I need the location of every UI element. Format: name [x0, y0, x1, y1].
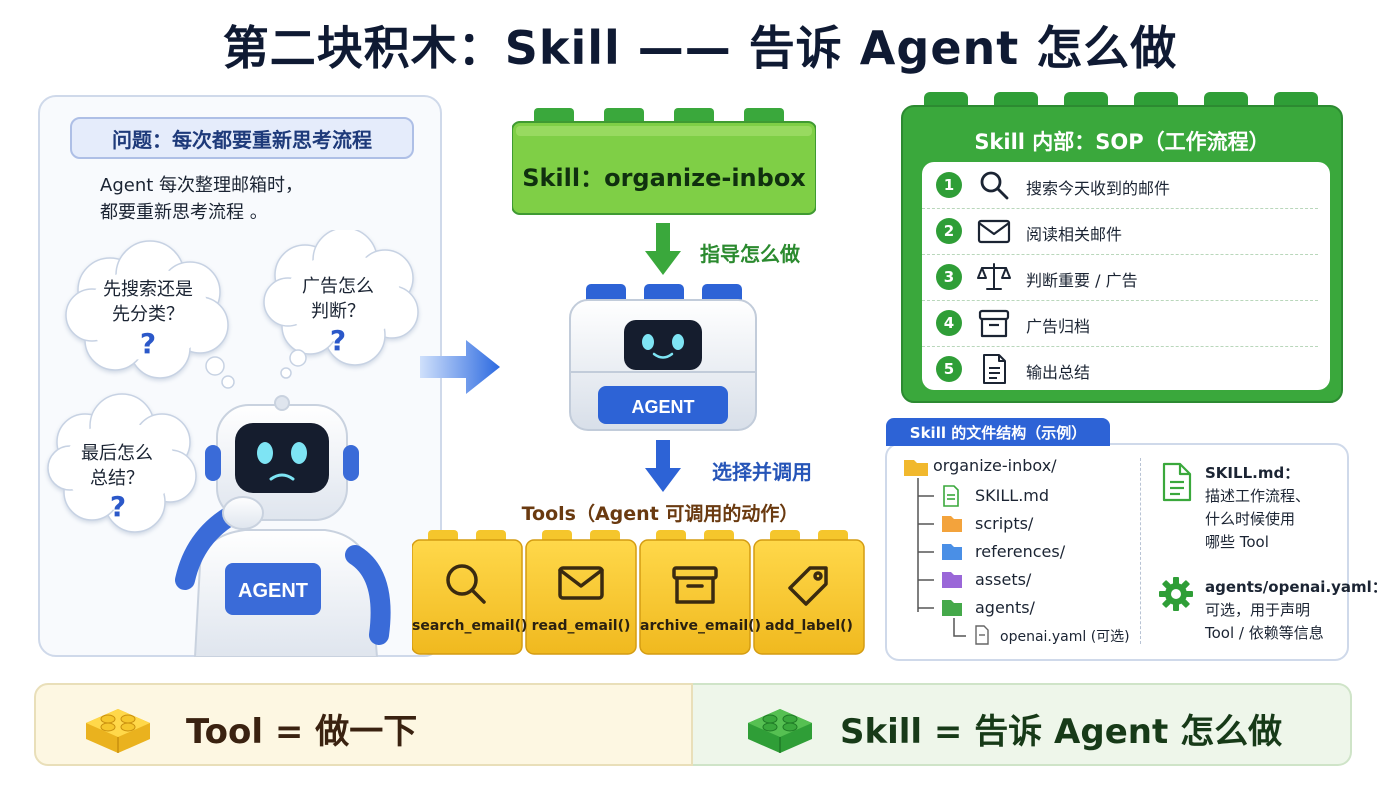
guide-label: 指导怎么做 [700, 242, 800, 266]
desc-line-1: Agent 每次整理邮箱时， [100, 175, 304, 196]
sop-title: Skill 内部：SOP（工作流程） [974, 130, 1270, 154]
gear-icon [1159, 577, 1193, 611]
tools-title: Tools（Agent 可调用的动作） [521, 503, 799, 525]
tool-read-email: read_email() [531, 618, 631, 634]
scale-icon [977, 263, 1011, 290]
tool-brick-4 [753, 530, 865, 655]
file-assets: assets/ [975, 570, 1032, 589]
skill-equation: Skill = 告诉 Agent 怎么做 [840, 712, 1283, 752]
page-title: 第二块积木：Skill —— 告诉 Agent 怎么做 [222, 21, 1178, 75]
file-references: references/ [975, 542, 1066, 561]
tool-equation: Tool = 做一下 [186, 712, 418, 752]
cloud-1-text: 先搜索还是 先分类？ [103, 279, 193, 325]
file-openai-yaml: openai.yaml (可选) [1000, 629, 1130, 645]
arrow-right-icon [420, 340, 500, 394]
sop-step-4: 4 广告归档 [922, 300, 1330, 346]
tool-brick-2 [525, 530, 637, 655]
folder-icon [942, 572, 962, 588]
document-icon [1162, 462, 1192, 502]
problem-description: Agent 每次整理邮箱时， 都要重新思考流程 。 [100, 172, 420, 226]
file-agents: agents/ [975, 598, 1035, 617]
agent-brick-label: AGENT [631, 397, 695, 417]
cloud-1-question: ? [139, 327, 157, 360]
skill-md-note: SKILL.md： 描述工作流程、 什么时候使用 哪些 Tool [1205, 464, 1311, 551]
file-structure-panel [885, 443, 1349, 661]
sop-step-5: 5 输出总结 [922, 346, 1330, 392]
problem-title: 问题：每次都要重新思考流程 [70, 117, 414, 159]
sop-steps-box [922, 162, 1330, 390]
tag-icon [788, 566, 828, 606]
sop-step-1: 1 搜索今天收到的邮件 [922, 162, 1330, 208]
archive-icon [672, 566, 718, 604]
tool-search-email: search_email() [412, 618, 528, 634]
document-icon [943, 485, 959, 507]
arrow-down-blue-icon [645, 440, 681, 492]
document-icon [975, 625, 989, 645]
sop-divider [922, 300, 1318, 301]
thought-clouds [47, 230, 419, 533]
sop-step-3: 3 判断重要 / 广告 [922, 254, 1330, 300]
tool-add-label: add_label() [765, 618, 853, 634]
cloud-1 [65, 240, 229, 379]
search-icon [446, 564, 486, 604]
openai-yaml-note: agents/openai.yaml： 可选，用于声明 Tool / 依赖等信息 [1205, 578, 1387, 642]
agent-brick [569, 284, 757, 431]
skill-brick [512, 108, 816, 215]
yellow-brick-icon [86, 709, 150, 753]
skill-brick-label: Skill：organize-inbox [522, 164, 806, 192]
mail-icon [977, 219, 1011, 244]
folder-icon [942, 600, 962, 616]
thinking-robot-illustration: AGENT [175, 395, 391, 657]
file-tree [904, 460, 989, 645]
desc-line-2: 都要重新思考流程 。 [100, 202, 268, 223]
green-brick-icon [748, 709, 812, 753]
tool-brick-3 [639, 530, 751, 655]
sop-divider [922, 254, 1318, 255]
arrow-down-green-icon [645, 223, 681, 275]
sop-step-2: 2 阅读相关邮件 [922, 208, 1330, 254]
robot-agent-label: AGENT [238, 580, 308, 602]
file-skill-md: SKILL.md [975, 486, 1050, 505]
cloud-3-question: ? [109, 490, 127, 523]
tool-brick-1 [412, 530, 523, 655]
file-root: organize-inbox/ [933, 456, 1057, 475]
archive-icon [978, 309, 1010, 338]
file-structure-divider [1140, 458, 1141, 644]
search-icon [980, 171, 1009, 200]
mail-icon [558, 566, 604, 600]
sop-divider [922, 346, 1318, 347]
cloud-2-question: ? [329, 324, 347, 357]
cloud-3 [47, 393, 197, 533]
file-scripts: scripts/ [975, 514, 1034, 533]
document-icon [983, 354, 1006, 384]
folder-icon [942, 516, 962, 532]
choose-label: 选择并调用 [712, 460, 812, 484]
cloud-2 [263, 230, 419, 366]
tool-bricks [412, 530, 865, 655]
file-structure-tab: Skill 的文件结构（示例） [886, 418, 1110, 446]
sop-divider [922, 208, 1318, 209]
folder-icon [942, 544, 962, 560]
folder-icon [904, 460, 928, 476]
cloud-3-text: 最后怎么 总结？ [81, 443, 153, 489]
tool-archive-email: archive_email() [640, 618, 761, 634]
cloud-2-text: 广告怎么 判断？ [302, 276, 374, 322]
